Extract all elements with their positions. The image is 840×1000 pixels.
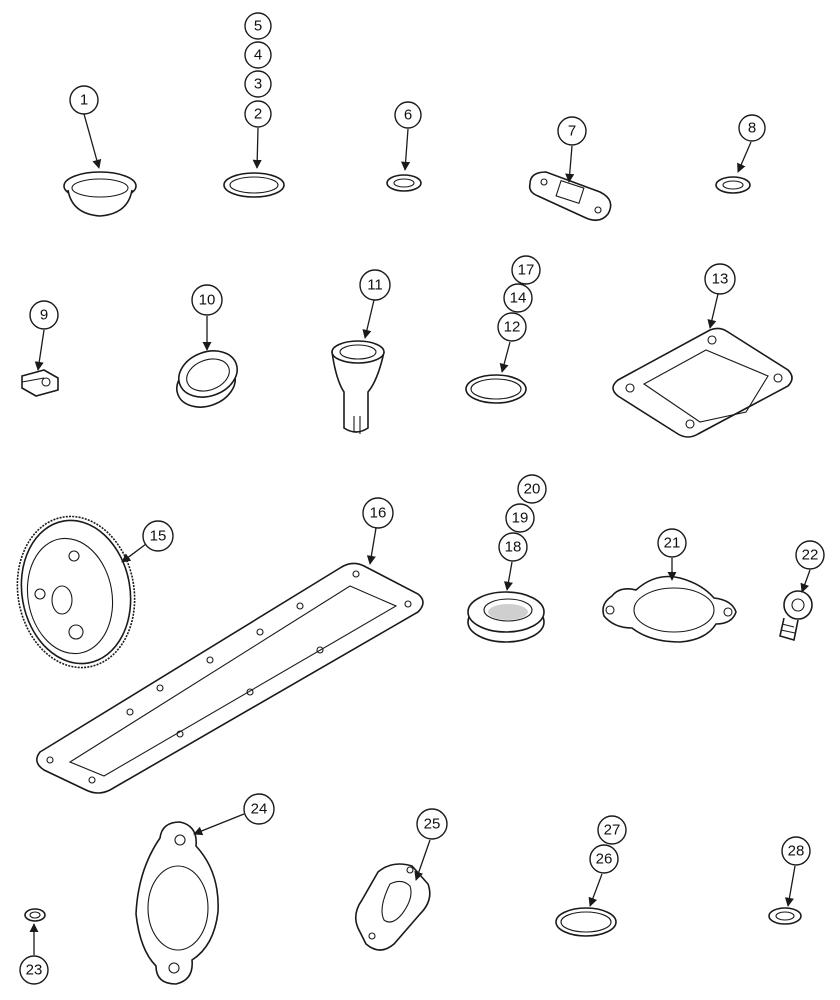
part-9-clip <box>21 369 59 397</box>
callout-20: 20 <box>517 474 547 504</box>
callout-7: 7 <box>557 116 587 146</box>
svg-text:28: 28 <box>788 843 805 860</box>
callout-12: 12 <box>497 312 527 342</box>
svg-text:26: 26 <box>596 851 613 868</box>
leader-lines <box>29 113 811 955</box>
part-15-gear <box>16 515 136 669</box>
part-21-gasket <box>602 575 737 643</box>
svg-text:3: 3 <box>254 76 262 93</box>
callout-28: 28 <box>781 836 811 866</box>
svg-text:16: 16 <box>370 505 387 522</box>
svg-text:20: 20 <box>524 481 541 498</box>
callout-1: 1 <box>69 85 99 115</box>
part-26-o-ring <box>555 907 617 937</box>
part-25-flange-gasket <box>354 863 431 951</box>
callout-8: 8 <box>738 114 766 142</box>
svg-text:1: 1 <box>80 92 88 109</box>
part-7-gasket-plate <box>528 171 612 222</box>
callout-17: 17 <box>511 255 541 285</box>
callout-25: 25 <box>416 808 448 840</box>
callout-3: 3 <box>244 70 272 98</box>
svg-text:4: 4 <box>254 47 262 64</box>
svg-text:23: 23 <box>26 962 43 979</box>
callout-10: 10 <box>191 284 223 316</box>
svg-text:5: 5 <box>254 18 262 35</box>
svg-text:17: 17 <box>518 262 535 279</box>
svg-text:14: 14 <box>510 290 527 307</box>
callout-19: 19 <box>505 503 535 533</box>
svg-text:12: 12 <box>504 319 521 336</box>
callout-2: 2 <box>244 100 272 128</box>
svg-text:9: 9 <box>40 307 48 324</box>
svg-text:8: 8 <box>748 120 756 137</box>
svg-text:7: 7 <box>568 123 576 140</box>
svg-text:6: 6 <box>404 107 412 124</box>
svg-text:15: 15 <box>150 528 167 545</box>
callout-15: 15 <box>142 520 174 552</box>
callout-26: 26 <box>589 844 619 874</box>
callout-4: 4 <box>244 41 272 69</box>
part-24-elbow-gasket <box>135 821 219 985</box>
svg-text:10: 10 <box>199 292 216 309</box>
callout-11: 11 <box>359 269 391 301</box>
part-2-ring <box>223 172 285 198</box>
callout-14: 14 <box>503 283 533 313</box>
part-22-banjo-fitting <box>779 590 813 642</box>
callout-24: 24 <box>243 793 275 825</box>
callout-21: 21 <box>657 528 687 558</box>
svg-text:24: 24 <box>251 801 268 818</box>
callout-13: 13 <box>704 263 736 295</box>
part-11-sleeve <box>331 340 385 434</box>
callout-22: 22 <box>795 540 825 570</box>
part-16-long-gasket <box>36 562 424 794</box>
svg-text:2: 2 <box>254 106 262 123</box>
svg-text:13: 13 <box>712 271 729 288</box>
part-23-small-washer <box>24 908 46 922</box>
callout-9: 9 <box>29 300 59 330</box>
part-8-washer <box>715 176 751 194</box>
callout-27: 27 <box>597 815 627 845</box>
part-18-seal <box>467 591 545 643</box>
callout-23: 23 <box>19 955 49 985</box>
part-10-seal <box>176 350 238 408</box>
svg-text:19: 19 <box>512 510 529 527</box>
part-28-washer <box>768 907 802 925</box>
callout-18: 18 <box>498 532 528 562</box>
part-12-o-ring <box>465 374 527 404</box>
part-6-washer <box>386 174 422 192</box>
svg-text:25: 25 <box>424 816 441 833</box>
callout-5: 5 <box>244 12 272 40</box>
svg-text:22: 22 <box>802 547 819 564</box>
part-13-square-gasket <box>612 327 793 438</box>
part-1-cup <box>63 171 137 217</box>
svg-text:18: 18 <box>505 539 522 556</box>
svg-text:21: 21 <box>664 535 681 552</box>
svg-text:27: 27 <box>604 822 621 839</box>
callout-6: 6 <box>394 101 422 129</box>
svg-text:11: 11 <box>367 277 383 294</box>
callout-16: 16 <box>362 497 394 529</box>
